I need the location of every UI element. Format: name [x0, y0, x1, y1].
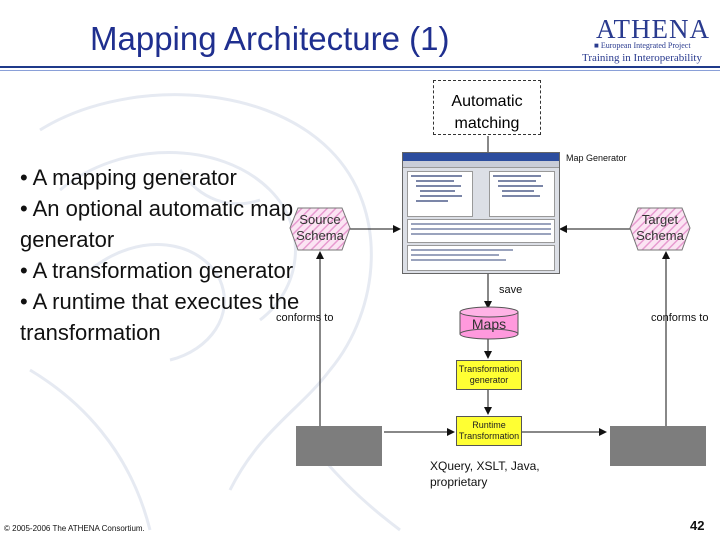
- source-schema-label: Source Schema: [296, 212, 344, 243]
- automatic-matching-label: Automatic matching: [451, 93, 523, 132]
- screenshot-titlebar: [403, 153, 559, 161]
- maps-label: Maps: [471, 316, 507, 332]
- target-schema-label: Target Schema: [636, 212, 684, 243]
- athena-logo: ATHENA ■ European Integrated Project Tra…: [580, 14, 715, 66]
- target-instance-box: [610, 426, 706, 466]
- logo-subtitle: ■ European Integrated Project: [594, 41, 691, 50]
- header-rule: [0, 66, 720, 68]
- screenshot-toolbar: [403, 161, 559, 168]
- page-number: 42: [690, 518, 705, 533]
- runtime-languages-label: XQuery, XSLT, Java, proprietary: [430, 459, 540, 489]
- runtime-transformation-box: Runtime Transformation: [456, 416, 522, 446]
- bullet-item: • A runtime that executes the transforma…: [20, 289, 300, 345]
- screenshot-mapping-table: [407, 219, 555, 243]
- screenshot-source-tree: [407, 171, 473, 217]
- screenshot-detail-table: [407, 245, 555, 271]
- conforms-to-left-label: conforms to: [276, 312, 334, 324]
- target-schema-shape: [629, 207, 691, 251]
- runtime-transformation-label: Runtime Transformation: [458, 420, 520, 441]
- save-label: save: [499, 284, 523, 296]
- map-generator-label: Map Generator: [566, 153, 627, 163]
- conforms-to-right-label: conforms to: [651, 312, 709, 324]
- copyright-footer: © 2005-2006 The ATHENA Consortium.: [4, 524, 145, 533]
- transformation-generator-box: Transformation generator: [456, 360, 522, 390]
- logo-brand: ATHENA: [596, 14, 710, 44]
- header-rule-thin: [0, 70, 720, 71]
- screenshot-target-tree: [489, 171, 555, 217]
- maps-cylinder: [459, 306, 519, 340]
- source-schema-shape: [289, 207, 351, 251]
- map-generator-screenshot: [402, 152, 560, 274]
- automatic-matching-box: Automatic matching: [433, 80, 541, 135]
- bullet-item: • A transformation generator: [20, 258, 294, 283]
- slide-title: Mapping Architecture (1): [90, 20, 450, 57]
- bullet-item: • A mapping generator: [20, 165, 237, 190]
- background-statue-illustration: [29, 93, 401, 532]
- bullet-list: • A mapping generator • An optional auto…: [20, 162, 300, 348]
- transformation-generator-label: Transformation generator: [458, 364, 520, 385]
- logo-tagline: Training in Interoperability: [582, 52, 702, 64]
- bullet-item: • An optional automatic map generator: [20, 196, 294, 252]
- source-instance-box: [296, 426, 382, 466]
